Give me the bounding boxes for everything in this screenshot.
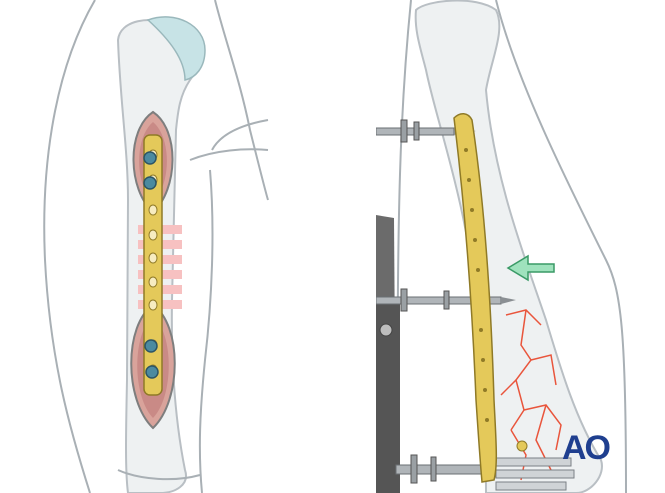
fixation-svg bbox=[376, 0, 627, 493]
elbow-outline bbox=[117, 469, 201, 481]
humeral-head-cartilage bbox=[146, 16, 206, 81]
right-panel-fixation-view bbox=[376, 0, 665, 493]
humerus-lateral bbox=[414, 0, 603, 493]
fixator-frame-lower bbox=[376, 300, 400, 493]
screw-heads bbox=[143, 151, 159, 379]
plate-screw-head-icon bbox=[516, 440, 528, 452]
green-arrow-icon bbox=[506, 254, 555, 282]
arm-outline bbox=[43, 0, 96, 493]
plate bbox=[143, 134, 163, 396]
arm-outline-right bbox=[214, 0, 269, 201]
ao-logo-icon: AO bbox=[562, 428, 626, 468]
frame-bolt-icon bbox=[379, 323, 393, 337]
arm-outline-lateral-right bbox=[495, 0, 627, 493]
left-panel-arm-view bbox=[0, 0, 326, 493]
torso-outline bbox=[189, 119, 269, 493]
plate-lateral-holes bbox=[464, 148, 489, 422]
arm-svg bbox=[43, 0, 269, 493]
ao-logo-text: AO bbox=[562, 429, 611, 467]
